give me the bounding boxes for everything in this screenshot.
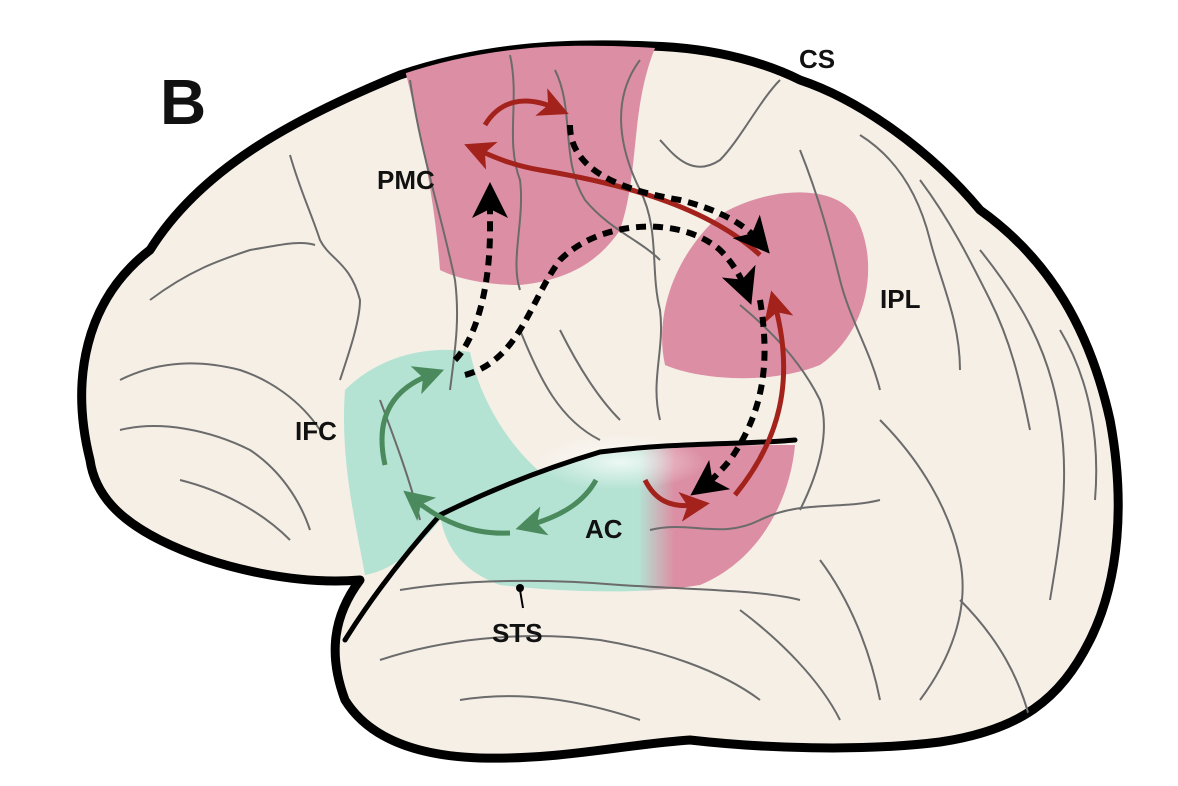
green-arrows [379,366,599,536]
sts-pointer [519,589,524,609]
sylvian-fissure [342,437,798,643]
green-arrow-ac-loop [515,478,599,536]
dashed-arrow-ifc-to-pmc [452,182,508,363]
ac-highlight [535,434,705,490]
green-arrow-ac-to-ifc [403,490,511,536]
pmc-region [405,45,655,285]
label-pmc: PMC [377,165,435,195]
dashed-arrow-ifc-to-ipl [464,223,756,378]
red-arrows [464,88,794,522]
label-cs: CS [799,44,835,74]
green-arrow-ifc-loop [379,366,445,466]
red-arrow-ac-loop [642,478,710,522]
dashed-arrow-pmc-to-ipl [567,124,770,254]
red-arrow-pmc-loop [482,88,569,127]
panel-label: B [160,66,206,138]
dashed-arrow-ipl-to-ac [690,299,768,496]
ifc-region [344,349,550,575]
ipl-region [662,192,869,379]
label-sts: STS [492,618,543,648]
label-ifc: IFC [295,416,337,446]
red-arrow-ac-to-ipl [733,290,794,497]
label-ac: AC [585,514,623,544]
red-arrow-ipl-to-pmc [464,141,762,257]
sts-pointer-dot [516,584,524,592]
dashed-arrows [452,124,770,496]
label-ipl: IPL [880,284,921,314]
